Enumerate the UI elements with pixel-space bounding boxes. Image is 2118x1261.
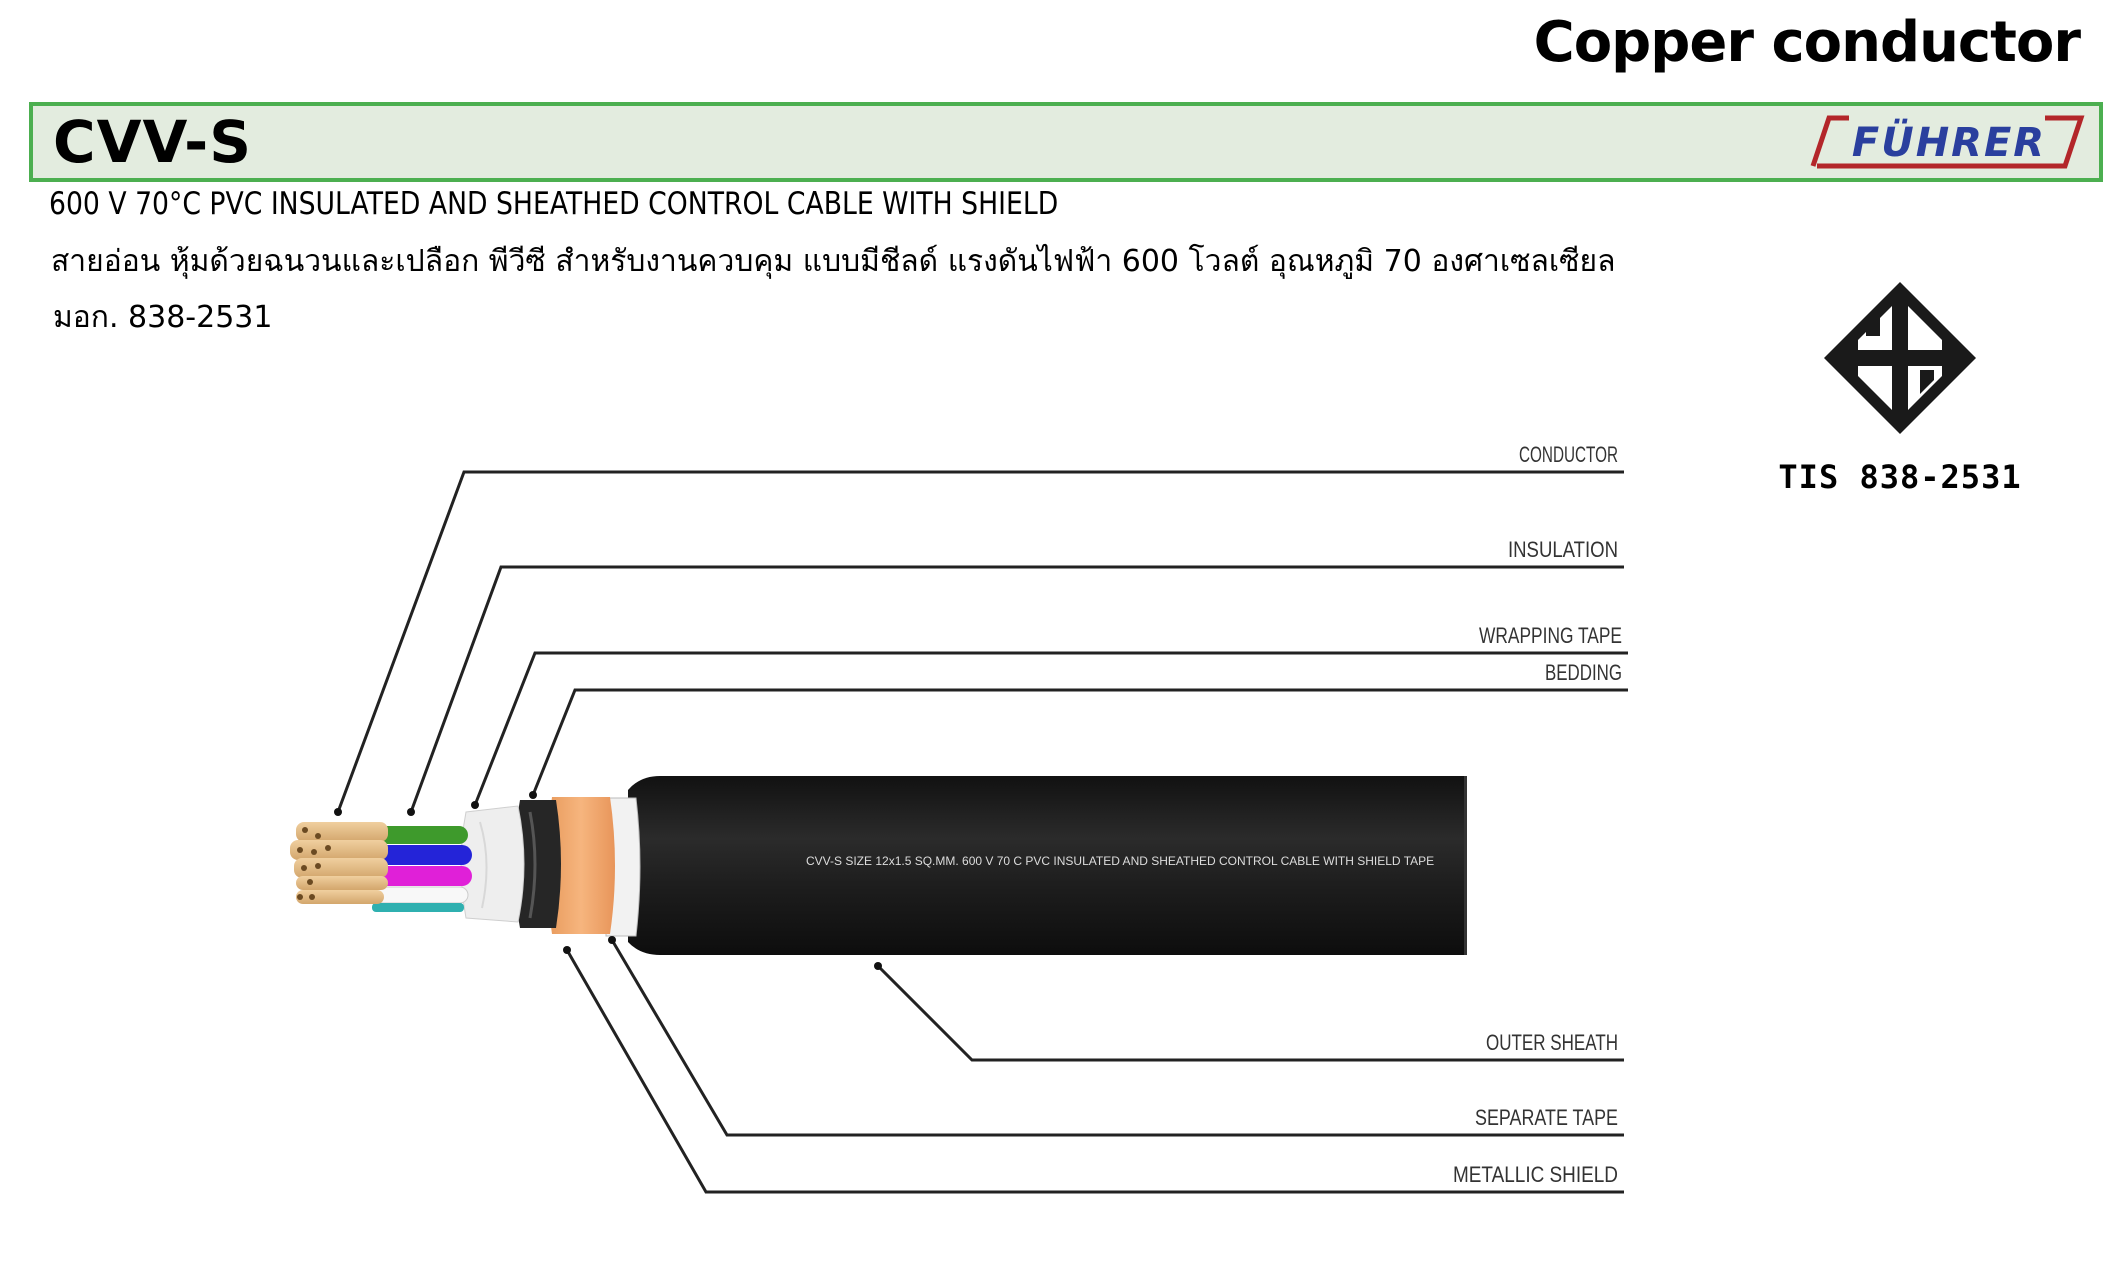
layer-label: BEDDING (1545, 660, 1622, 685)
outer-sheath: CVV-S SIZE 12x1.5 SQ.MM. 600 V 70 C PVC … (536, 776, 1467, 955)
layer-label: SEPARATE TAPE (1475, 1105, 1618, 1130)
layer-label: CONDUCTOR (1519, 442, 1618, 467)
bedding (514, 800, 561, 928)
wrapping-tape (460, 805, 525, 923)
leader-line (409, 565, 1624, 813)
tis-mark-icon (1824, 282, 1976, 434)
metallic-shield (547, 797, 615, 934)
callout-conductor: CONDUCTOR (334, 442, 1624, 816)
callout-lines: CONDUCTOR INSULATION WRAPPING TAPE BEDDING O… (334, 442, 1628, 1194)
callout-outer-sheath: OUTER SHEATH (874, 962, 1624, 1062)
copper-conductors (290, 822, 388, 904)
fuhrer-brand-logo: FÜHRER (1810, 115, 2085, 169)
layer-label: METALLIC SHIELD (1453, 1162, 1618, 1187)
product-code: CVV-S (53, 108, 252, 176)
leader-arrow-tip (874, 962, 882, 970)
sheath-print-text: CVV-S SIZE 12x1.5 SQ.MM. 600 V 70 C PVC … (806, 854, 1434, 868)
tis-standard-label: TIS 838-2531 (1778, 458, 2022, 496)
standard-thai: มอก. 838-2531 (53, 300, 273, 335)
leader-line (336, 470, 1624, 813)
layer-label: WRAPPING TAPE (1479, 623, 1622, 648)
brand-name: FÜHRER (1852, 118, 2046, 166)
callout-wrapping-tape: WRAPPING TAPE (471, 623, 1628, 809)
leader-line (610, 939, 1624, 1137)
layer-label: INSULATION (1508, 537, 1618, 562)
insulated-cores (371, 826, 472, 912)
callout-separate-tape: SEPARATE TAPE (608, 936, 1624, 1137)
subtitle-thai: สายอ่อน หุ้มด้วยฉนวนและเปลือก พีวีซี สำห… (51, 244, 1616, 279)
leader-arrow-tip (608, 936, 616, 944)
leader-arrow-tip (407, 808, 415, 816)
leader-arrow-tip (563, 946, 571, 954)
callout-metallic-shield: METALLIC SHIELD (563, 946, 1624, 1194)
leader-line (473, 651, 1628, 806)
subtitle-english: 600 V 70°C PVC INSULATED AND SHEATHED CO… (49, 186, 1059, 222)
separate-tape (605, 797, 641, 937)
leader-line (876, 964, 1624, 1062)
leader-line (565, 949, 1624, 1194)
callout-insulation: INSULATION (407, 537, 1624, 816)
callout-bedding: BEDDING (529, 660, 1628, 799)
category-title: Copper conductor (1533, 10, 2081, 75)
leader-line (531, 688, 1628, 796)
product-header-bar: CVV-S FÜHRER (29, 102, 2103, 182)
leader-arrow-tip (334, 808, 342, 816)
layer-label: OUTER SHEATH (1486, 1030, 1618, 1055)
leader-arrow-tip (529, 791, 537, 799)
tis-certification: TIS 838-2531 (1770, 280, 2030, 496)
leader-arrow-tip (471, 801, 479, 809)
